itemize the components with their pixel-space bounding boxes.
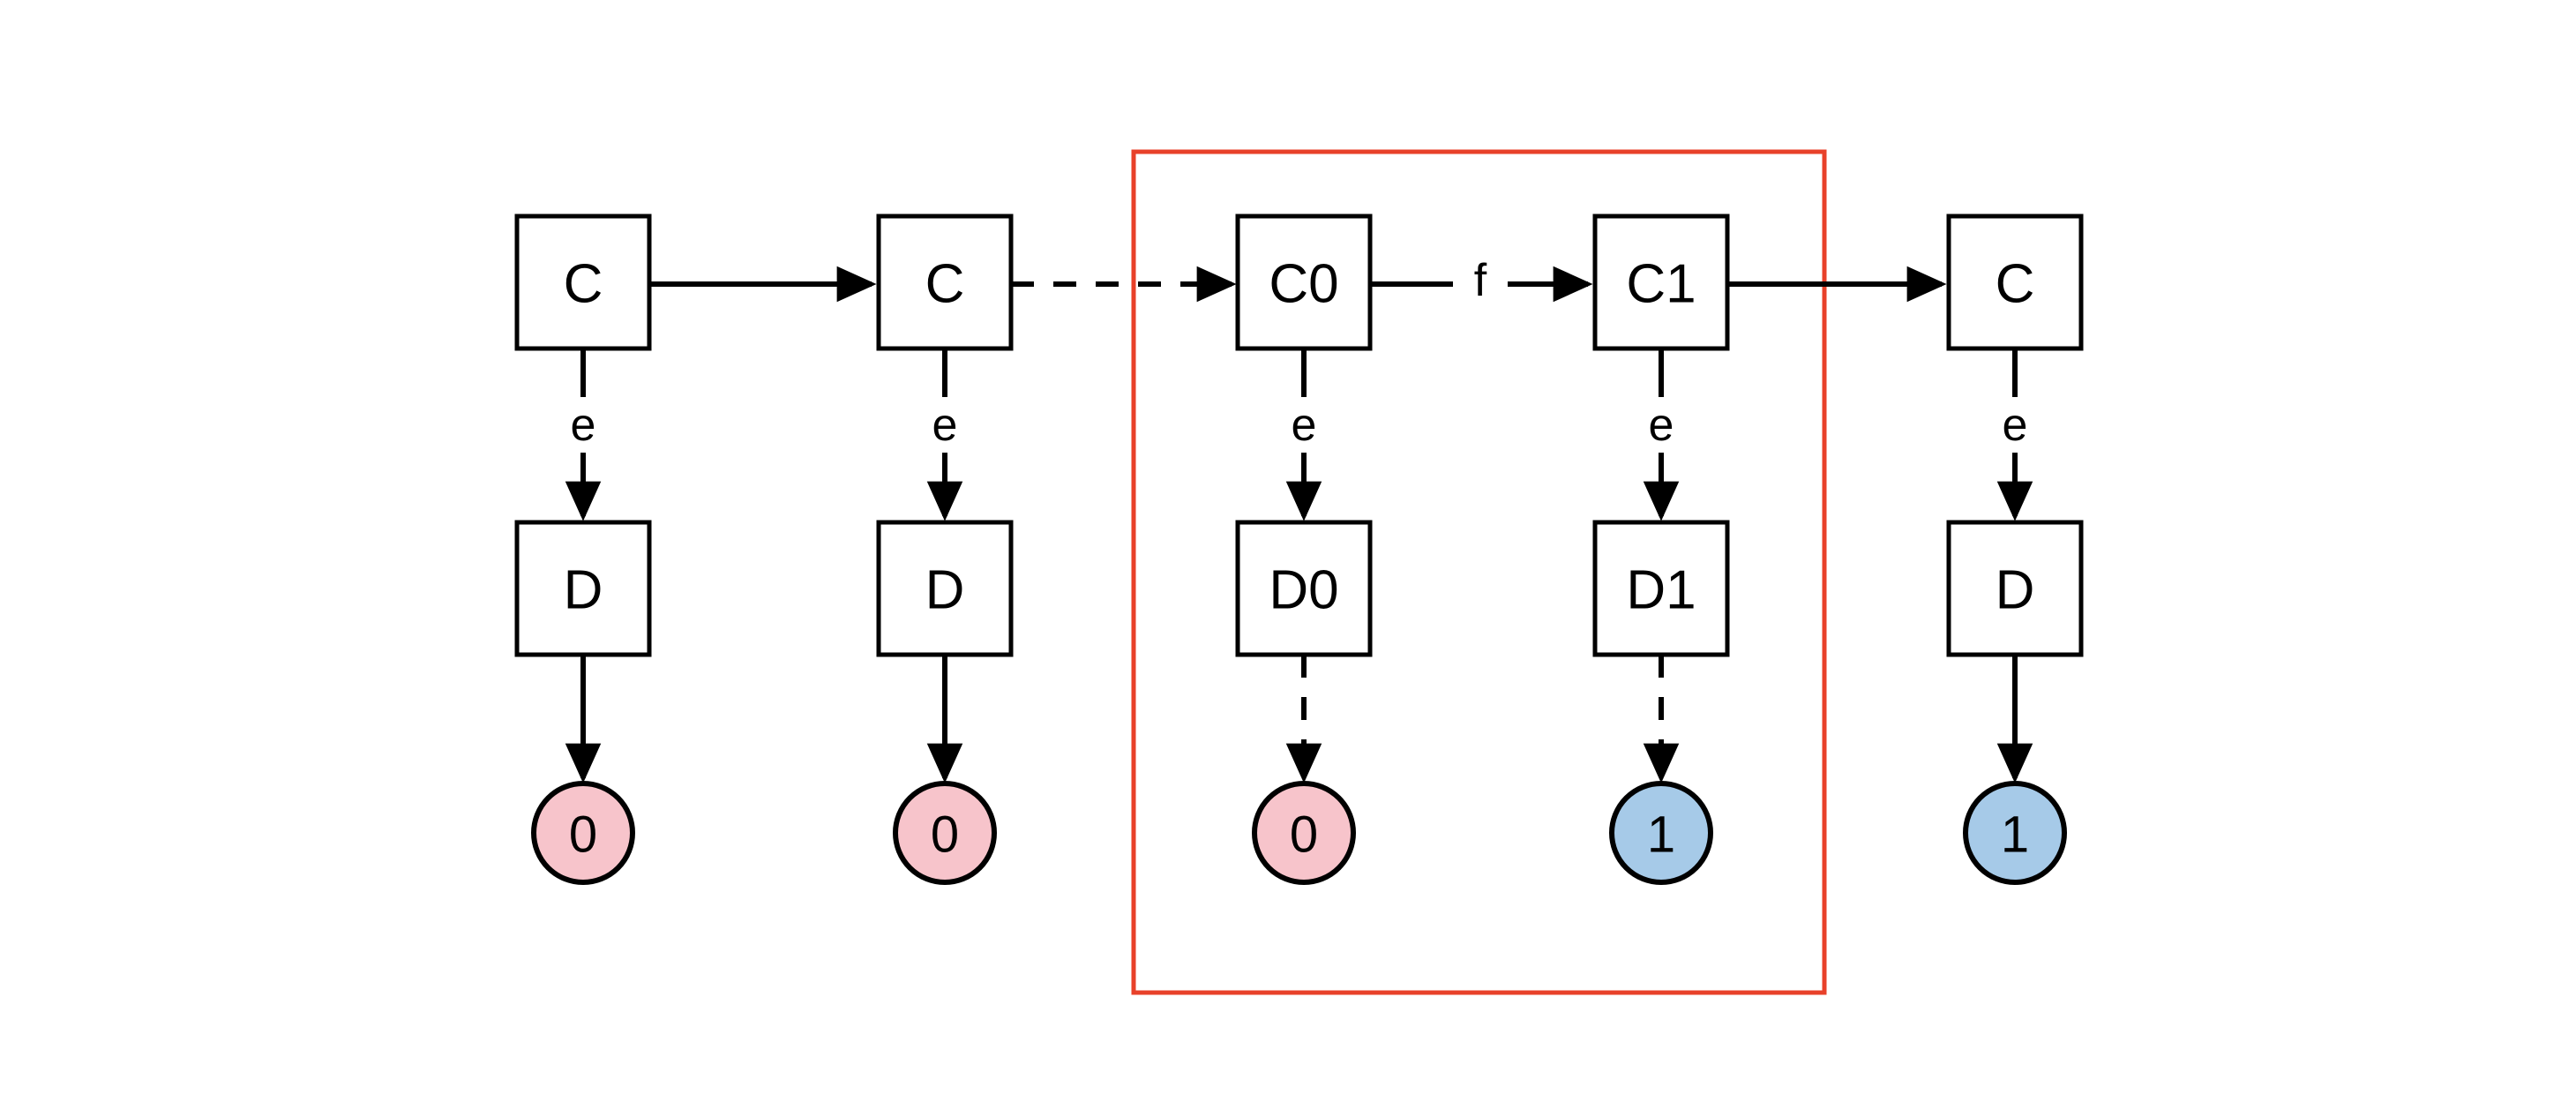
outcome-circle-1-label: 0	[569, 806, 597, 864]
effect-box-5-label: D	[1996, 560, 2035, 621]
edge-label-e-1: e	[571, 400, 596, 451]
highlighted-region	[1131, 149, 1827, 995]
outcome-circle-1[interactable]	[531, 781, 635, 885]
effect-box-5[interactable]	[1946, 520, 2084, 657]
cause-box-2-label: C	[925, 254, 965, 315]
column-5: C e D 1	[1946, 214, 2084, 885]
effect-box-1[interactable]	[514, 520, 652, 657]
edge-label-e-4: e	[1649, 400, 1674, 451]
column-4: C1 e D1 1	[1592, 214, 1730, 885]
outcome-circle-3-label: 0	[1290, 806, 1318, 864]
edge-label-e-2: e	[932, 400, 958, 451]
effect-box-d1-label: D1	[1626, 560, 1696, 621]
column-1: C e D 0	[514, 214, 652, 885]
column-2: C e D 0	[876, 214, 1014, 885]
effect-box-2-label: D	[925, 560, 965, 621]
cause-box-5-label: C	[1996, 254, 2035, 315]
outcome-circle-5[interactable]	[1963, 781, 2067, 885]
cause-box-1-label: C	[564, 254, 603, 315]
effect-box-1-label: D	[564, 560, 603, 621]
edge-label-f: f	[1474, 255, 1487, 306]
outcome-circle-4-label: 1	[1647, 806, 1675, 864]
outcome-circle-5-label: 1	[2001, 806, 2029, 864]
effect-box-d0[interactable]	[1235, 520, 1373, 657]
outcome-circle-2[interactable]	[893, 781, 997, 885]
effect-box-d1[interactable]	[1592, 520, 1730, 657]
outcome-circle-2-label: 0	[931, 806, 959, 864]
effect-box-2[interactable]	[876, 520, 1014, 657]
edge-label-e-5: e	[2003, 400, 2028, 451]
column-3: C0 e D0 0	[1235, 214, 1373, 885]
outcome-circle-3[interactable]	[1252, 781, 1356, 885]
cause-box-c1-label: C1	[1626, 254, 1696, 315]
outcome-circle-4[interactable]	[1609, 781, 1713, 885]
cause-box-c0-label: C0	[1269, 254, 1338, 315]
effect-box-d0-label: D0	[1269, 560, 1338, 621]
edge-label-e-3: e	[1292, 400, 1317, 451]
